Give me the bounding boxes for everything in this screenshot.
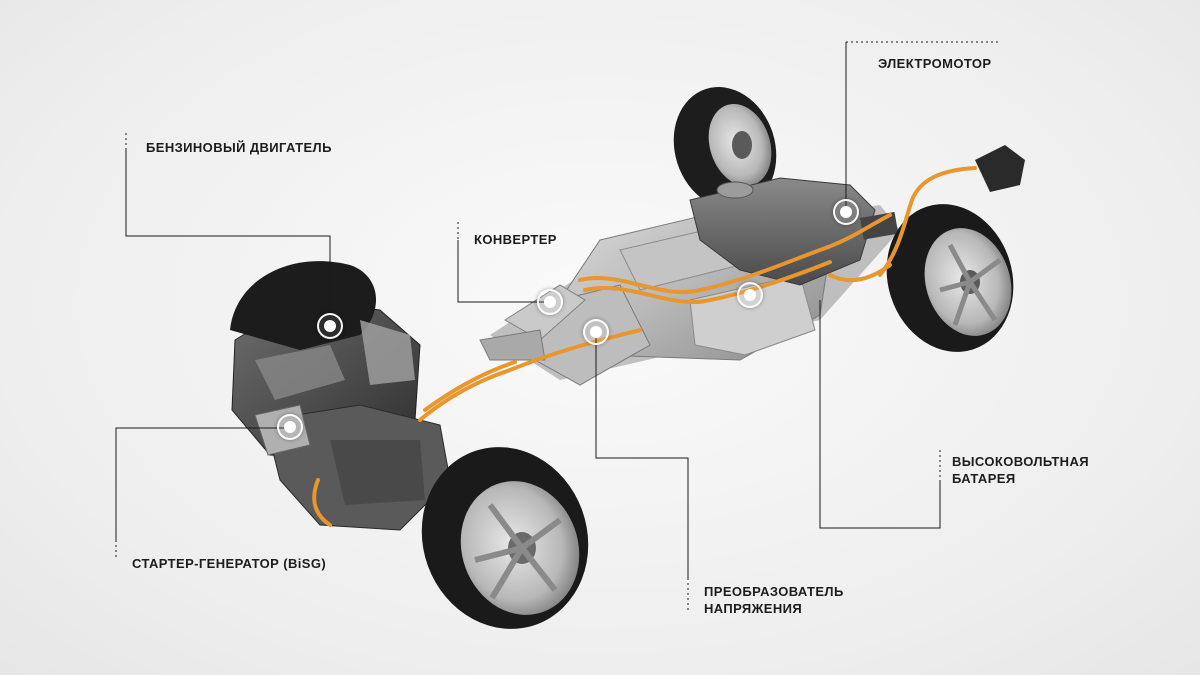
rear-motor-housing [689, 177, 899, 286]
battery-hotspot[interactable] [737, 282, 763, 308]
converter-label: КОНВЕРТЕР [474, 232, 557, 247]
rear-left-wheel [673, 87, 777, 209]
starter-label: СТАРТЕР-ГЕНЕРАТОР (BiSG) [132, 556, 327, 571]
starter-hotspot[interactable] [277, 414, 303, 440]
battery-label-line1: ВЫСОКОВОЛЬТНАЯ [952, 454, 1090, 469]
engine-hotspot[interactable] [317, 313, 343, 339]
leader-lines [115, 41, 1000, 610]
battery-label: ВЫСОКОВОЛЬТНАЯ БАТАРЕЯ [952, 453, 1089, 487]
charging-port [975, 145, 1025, 192]
inverter-hotspot[interactable] [583, 319, 609, 345]
rear-right-wheel [886, 204, 1014, 352]
inverter-label: ПРЕОБРАЗОВАТЕЛЬ НАПРЯЖЕНИЯ [704, 583, 844, 617]
motor-hotspot[interactable] [833, 199, 859, 225]
battery-label-line2: БАТАРЕЯ [952, 471, 1016, 486]
converter-hotspot[interactable] [537, 289, 563, 315]
engine-label: БЕНЗИНОВЫЙ ДВИГАТЕЛЬ [146, 140, 332, 155]
front-right-wheel [421, 447, 589, 629]
inverter-label-line2: НАПРЯЖЕНИЯ [704, 601, 803, 616]
motor-label: ЭЛЕКТРОМОТОР [878, 56, 992, 71]
inverter-label-line1: ПРЕОБРАЗОВАТЕЛЬ [704, 584, 844, 599]
transmission [254, 404, 451, 531]
